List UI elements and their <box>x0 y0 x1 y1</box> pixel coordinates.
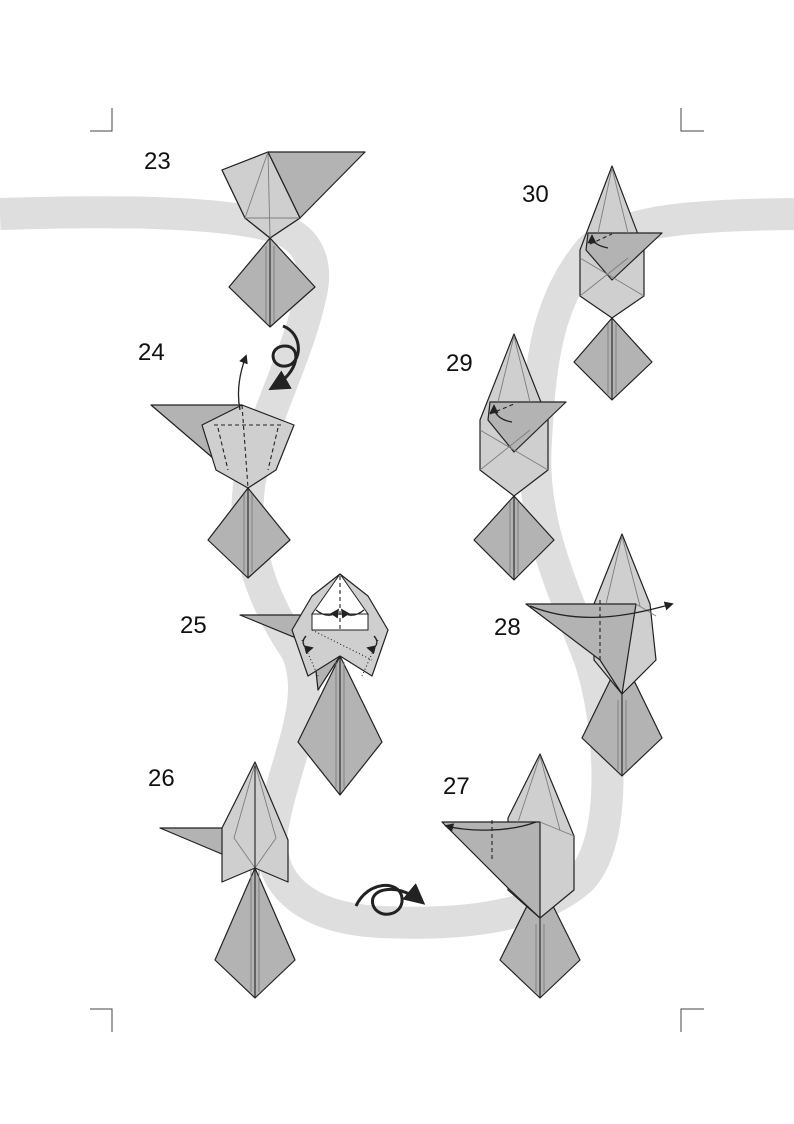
step-23-figure <box>221 151 366 328</box>
turn-model-over-icon <box>354 883 426 916</box>
step-29-number: 29 <box>446 350 473 377</box>
step-24-lift-arrow <box>237 354 248 411</box>
step-26-number: 26 <box>148 765 175 792</box>
sequence-path-band <box>0 196 794 939</box>
turn-model-over-icon <box>268 324 300 391</box>
step-27-number: 27 <box>443 773 470 800</box>
step-24-figure <box>150 404 295 579</box>
step-26-figure <box>159 761 296 999</box>
step-28-number: 28 <box>494 614 521 641</box>
crop-marks <box>90 108 704 1032</box>
step-30-figure <box>573 165 663 401</box>
step-25-number: 25 <box>180 612 207 639</box>
step-30-number: 30 <box>522 181 549 208</box>
step-24-number: 24 <box>138 339 165 366</box>
step-27-fold-arrow <box>444 821 537 833</box>
step-23-number: 23 <box>144 148 171 175</box>
step-25-figure <box>239 573 389 796</box>
step-29-figure <box>473 333 567 581</box>
step-27-figure <box>441 753 581 999</box>
step-28-fold-arrow <box>529 601 674 619</box>
